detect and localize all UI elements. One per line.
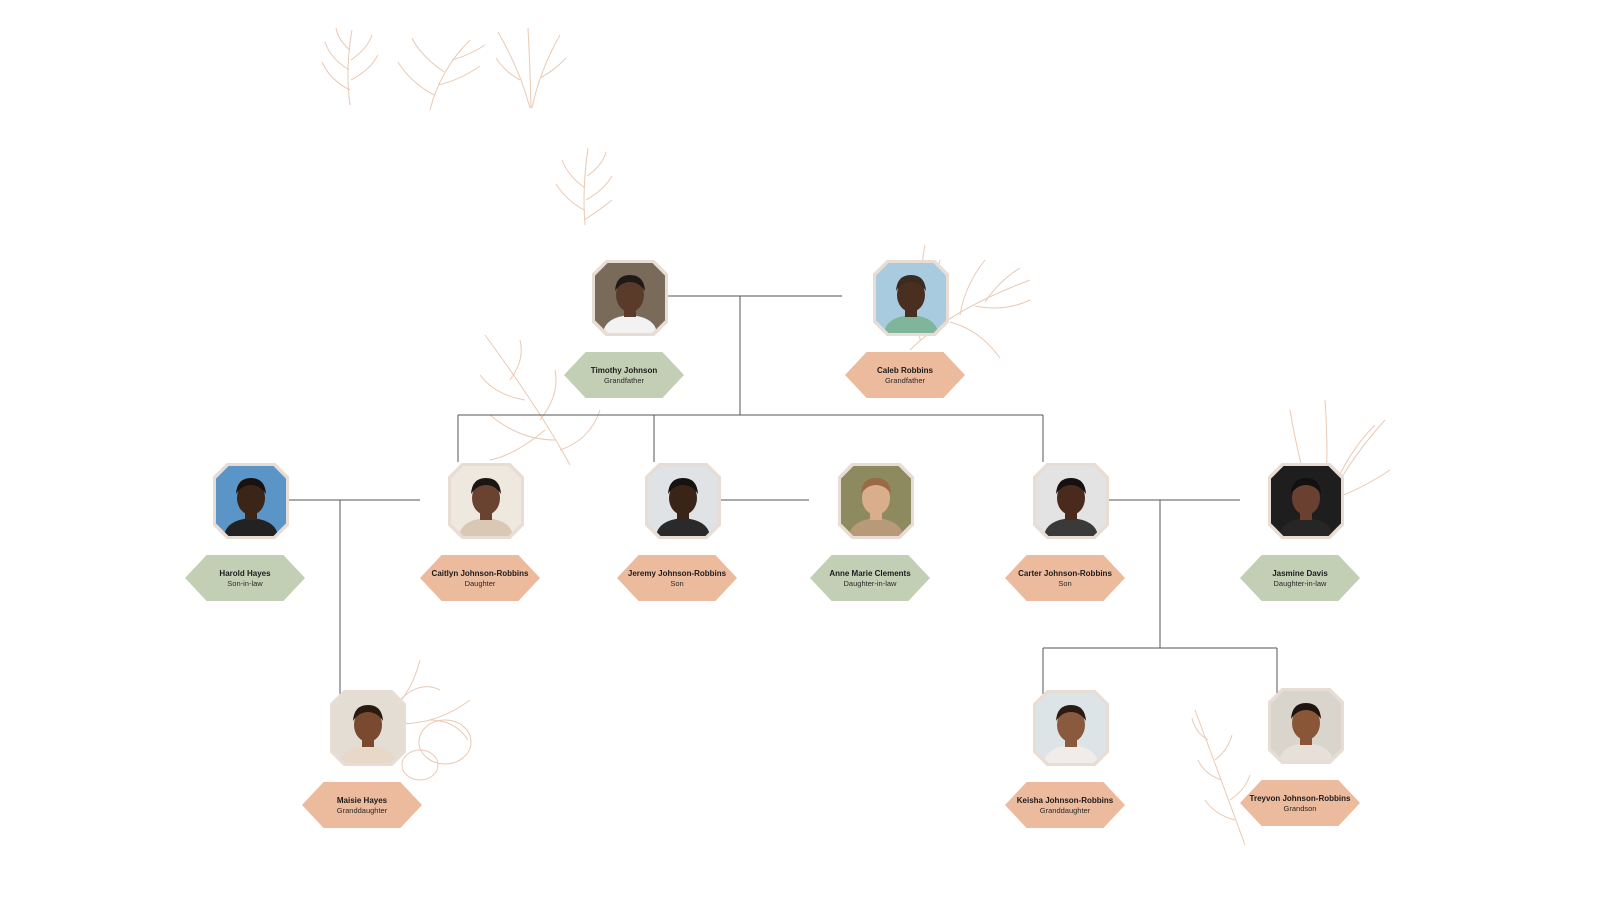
person-role: Daughter-in-law [1273, 578, 1327, 588]
person-name: Caleb Robbins [876, 365, 933, 375]
person-role: Son [670, 578, 684, 588]
person-name: Anne Marie Clements [829, 568, 911, 578]
photo-frame [213, 463, 289, 539]
person-role: Son [1058, 578, 1072, 588]
photo-frame [1033, 690, 1109, 766]
person-role: Granddaughter [336, 805, 388, 815]
portrait-photo [333, 693, 403, 763]
portrait-photo [1036, 693, 1106, 763]
person-name: Caitlyn Johnson-Robbins [431, 568, 529, 578]
portrait-photo [876, 263, 946, 333]
photo-frame [330, 690, 406, 766]
photo-frame [448, 463, 524, 539]
person-role: Daughter-in-law [843, 578, 897, 588]
portrait-photo [841, 466, 911, 536]
person-name: Keisha Johnson-Robbins [1016, 795, 1114, 805]
person-name: Timothy Johnson [590, 365, 658, 375]
person-name: Carter Johnson-Robbins [1018, 568, 1112, 578]
person-role: Granddaughter [1039, 805, 1091, 815]
person-name: Maisie Hayes [336, 795, 388, 805]
photo-frame [592, 260, 668, 336]
photo-frame [1268, 688, 1344, 764]
portrait-photo [1271, 691, 1341, 761]
person-role: Grandson [1283, 803, 1317, 813]
portrait-photo [451, 466, 521, 536]
portrait-photo [595, 263, 665, 333]
person-name: Treyvon Johnson-Robbins [1249, 793, 1351, 803]
person-name: Jasmine Davis [1272, 568, 1328, 578]
photo-frame [645, 463, 721, 539]
person-role: Grandfather [603, 375, 645, 385]
portrait-photo [1271, 466, 1341, 536]
portrait-photo [216, 466, 286, 536]
photo-frame [838, 463, 914, 539]
portrait-photo [648, 466, 718, 536]
photo-frame [1033, 463, 1109, 539]
person-name: Harold Hayes [219, 568, 271, 578]
photo-frame [1268, 463, 1344, 539]
person-name: Jeremy Johnson-Robbins [627, 568, 727, 578]
person-role: Daughter [464, 578, 496, 588]
person-role: Son-in-law [227, 578, 263, 588]
photo-frame [873, 260, 949, 336]
portrait-photo [1036, 466, 1106, 536]
person-role: Grandfather [884, 375, 926, 385]
